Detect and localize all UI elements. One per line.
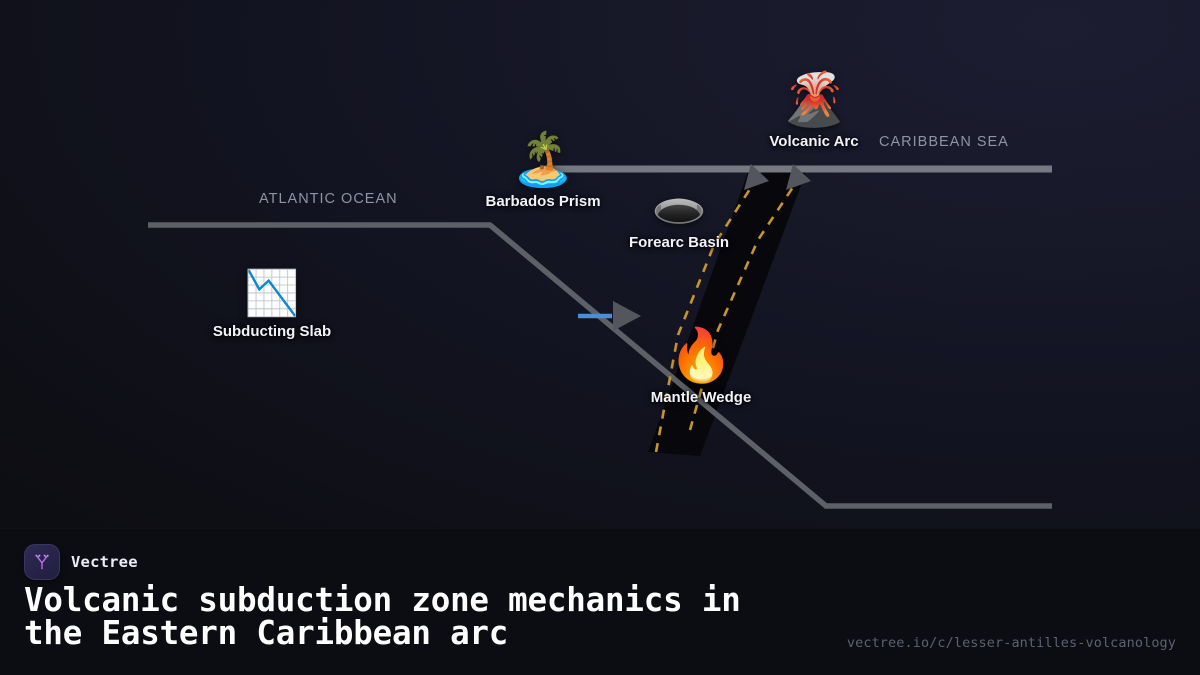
melt-ascent-path-west — [654, 177, 759, 453]
node-label-subducting-slab: Subducting Slab — [212, 323, 332, 340]
fire-icon: 🔥 — [668, 326, 734, 386]
node-label-mantle-wedge: Mantle Wedge — [650, 389, 752, 406]
permalink-url[interactable]: vectree.io/c/lesser-antilles-volcanology — [846, 635, 1176, 651]
node-label-forearc-basin: Forearc Basin — [628, 234, 730, 251]
region-label-atlantic-ocean: ATLANTIC OCEAN — [259, 191, 398, 207]
brand-name: Vectree — [71, 553, 138, 571]
melt-ascent-arrowhead-west — [744, 164, 769, 190]
subducting-slab-line — [148, 222, 1052, 509]
vectree-v-tree-icon — [24, 544, 60, 580]
card-headline: Volcanic subduction zone mechanics in th… — [24, 581, 854, 653]
plate-convergence-arrowhead — [613, 301, 641, 331]
node-label-volcanic-arc: Volcanic Arc — [769, 133, 859, 150]
subduction-diagram: ATLANTIC OCEAN CARIBBEAN SEA 📉 Subductin… — [148, 70, 1052, 509]
volcano-icon: 🌋 — [781, 70, 847, 130]
chart-decreasing-icon: 📉 — [244, 268, 300, 319]
headline-line-2: the Eastern Caribbean arc — [24, 614, 509, 653]
mantle-wedge-body — [648, 172, 806, 456]
node-label-barbados-prism: Barbados Prism — [485, 193, 601, 210]
diagram-canvas — [148, 164, 1052, 509]
melt-ascent-path-east — [688, 177, 801, 431]
card-footer: Vectree Volcanic subduction zone mechani… — [0, 528, 1200, 675]
melt-ascent-arrowhead-east — [786, 164, 811, 190]
region-label-caribbean-sea: CARIBBEAN SEA — [879, 134, 1009, 150]
brand[interactable]: Vectree — [24, 544, 138, 580]
desert-island-icon: 🏝️ — [510, 130, 576, 190]
hole-icon: 🕳️ — [651, 179, 707, 230]
headline-line-1: Volcanic subduction zone mechanics in — [24, 581, 741, 619]
